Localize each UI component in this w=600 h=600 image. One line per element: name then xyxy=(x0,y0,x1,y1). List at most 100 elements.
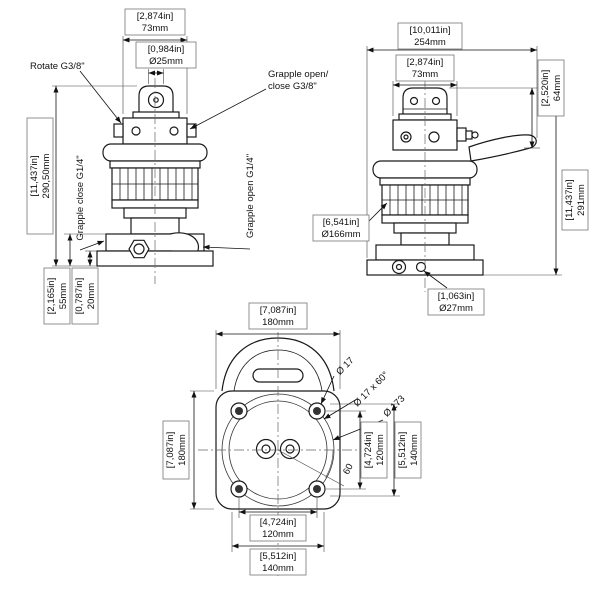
dim-64-mm: 64mm xyxy=(552,75,563,101)
front-view: [2,874in] 73mm [0,984in] Ø25mm Rotate G3… xyxy=(26,8,329,325)
base-hole-27 xyxy=(415,261,427,273)
dim-254-mm: 254mm xyxy=(414,37,446,48)
center-port-b-inner xyxy=(285,444,295,454)
leader-rotate xyxy=(79,70,122,124)
dim-20-mm: 20mm xyxy=(86,283,97,309)
dim-120-bottom-inch: [4,724in] xyxy=(260,517,296,528)
side-rib-lines xyxy=(382,185,468,215)
side-body-port-inner xyxy=(403,134,409,140)
side-cap-pin-a xyxy=(409,96,419,106)
corner-holes xyxy=(230,402,326,498)
front-dim-55: [2,165in] 55mm xyxy=(43,267,71,325)
dim-27-inch: [1,063in] xyxy=(438,291,474,302)
dim-73s-mm: 73mm xyxy=(412,69,438,80)
bottom-dim-140-bottom: [5,512in] 140mm xyxy=(249,548,307,576)
grapple-open-close-label-1: Grapple open/ xyxy=(268,69,329,80)
bottom-dim-180-top: [7,087in] 180mm xyxy=(248,302,308,330)
grapple-open-close-label-2: close G3/8" xyxy=(268,81,317,92)
dim-140-bottom-mm: 140mm xyxy=(262,563,294,574)
front-dim-290: [11,437in] 290,50mm xyxy=(26,117,54,235)
front-dim-25: [0,984in] Ø25mm xyxy=(135,41,197,69)
bottom-dim-120-right: [4,724in] 120mm xyxy=(360,421,388,479)
leader-grapple-open xyxy=(202,244,251,250)
dim-166-inch: [6,541in] xyxy=(323,217,359,228)
dia17x60-label-group: Ø 17 x 60° xyxy=(352,369,392,409)
dim-55-inch: [2,165in] xyxy=(46,278,57,314)
angle60-label: 60 xyxy=(341,462,356,477)
leader-grapple-open-close xyxy=(189,88,267,130)
dim-73s-inch: [2,874in] xyxy=(407,57,443,68)
dim-27-mm: Ø27mm xyxy=(439,303,473,314)
leader-166 xyxy=(367,202,388,223)
dim-120-right-mm: 120mm xyxy=(375,434,386,466)
side-dim-64: [2,520in] 64mm xyxy=(537,59,565,117)
grapple-close-label-group: Grapple close G1/4" xyxy=(75,155,86,240)
dim-290-inch: [11,437in] xyxy=(29,155,40,196)
side-body-port-2 xyxy=(428,131,440,143)
dim-180-left-mm: 180mm xyxy=(177,434,188,466)
bottom-dim-180-left: [7,087in] 180mm xyxy=(162,420,190,480)
side-fitting-tip xyxy=(471,131,479,139)
leader-grapple-close xyxy=(79,240,105,251)
body-port-b xyxy=(169,126,179,136)
dim-73-mm: 73mm xyxy=(142,23,168,34)
dia17-label: Ø 17 xyxy=(334,355,356,377)
leader-dia17x60 xyxy=(323,398,358,420)
dim-140-right-mm: 140mm xyxy=(409,434,420,466)
side-dim-27: [1,063in] Ø27mm xyxy=(427,288,485,316)
side-cap-pin-b xyxy=(431,96,441,106)
front-rib-lines xyxy=(112,168,198,200)
side-parts xyxy=(366,87,537,276)
dim-291-inch: [11,437in] xyxy=(564,179,575,220)
grapple-close-label: Grapple close G1/4" xyxy=(75,155,86,240)
rotate-label: Rotate G3/8" xyxy=(30,61,85,72)
dim-64-inch: [2,520in] xyxy=(540,70,551,106)
dim-180-top-mm: 180mm xyxy=(262,317,294,328)
side-dim-166: [6,541in] Ø166mm xyxy=(312,214,370,242)
angle-indicator xyxy=(277,449,345,487)
grapple-open-label: Grapple open G1/4" xyxy=(245,154,256,238)
grapple-open-label-group: Grapple open G1/4" xyxy=(245,154,256,238)
port-left xyxy=(113,123,124,138)
side-dim-291: [11,437in] 291mm xyxy=(561,169,589,231)
dim-25-mm: Ø25mm xyxy=(149,56,183,67)
bottom-view: [7,087in] 180mm [7,087in] 180mm [4,724in… xyxy=(162,302,422,576)
dim-73-inch: [2,874in] xyxy=(137,11,173,22)
dim-290-mm: 290,50mm xyxy=(41,153,52,198)
side-dim-254: [10,011in] 254mm xyxy=(397,22,463,50)
dim-20-inch: [0,787in] xyxy=(74,278,85,314)
dia17x60-label: Ø 17 x 60° xyxy=(352,369,392,409)
dim-25-inch: [0,984in] xyxy=(148,44,184,55)
leader-27 xyxy=(423,270,448,289)
dim-140-bottom-inch: [5,512in] xyxy=(260,551,296,562)
base-hole-large-inner xyxy=(395,263,403,271)
angle60-label-group: 60 xyxy=(341,462,356,477)
bottom-dim-120-bottom: [4,724in] 120mm xyxy=(249,514,307,542)
port-right xyxy=(186,123,197,138)
front-dimension-lines xyxy=(52,36,267,267)
side-fitting-b xyxy=(465,130,473,140)
dia17-label-group: Ø 17 xyxy=(334,355,356,377)
leader-dia17 xyxy=(320,375,335,405)
dim-291-mm: 291mm xyxy=(576,184,587,216)
hex-bolt-face xyxy=(133,243,145,255)
dim-180-top-inch: [7,087in] xyxy=(260,305,296,316)
side-fitting-a xyxy=(456,127,467,142)
dim-166-mm: Ø166mm xyxy=(321,229,360,240)
cap-base xyxy=(132,111,180,119)
front-dim-20: [0,787in] 20mm xyxy=(71,267,99,325)
bottom-dim-140-right: [5,512in] 140mm xyxy=(394,421,422,479)
side-dim-73: [2,874in] 73mm xyxy=(395,54,455,82)
front-dim-73: [2,874in] 73mm xyxy=(124,8,186,36)
clevis-hole-center xyxy=(153,97,159,103)
dim-180-left-inch: [7,087in] xyxy=(165,432,176,468)
center-port-a-inner xyxy=(261,444,271,454)
dim-254-inch: [10,011in] xyxy=(409,25,450,36)
dim-120-right-inch: [4,724in] xyxy=(363,432,374,468)
dim-120-bottom-mm: 120mm xyxy=(262,529,294,540)
dim-55-mm: 55mm xyxy=(58,283,69,309)
handle xyxy=(468,134,537,162)
body-port-a xyxy=(131,126,141,136)
